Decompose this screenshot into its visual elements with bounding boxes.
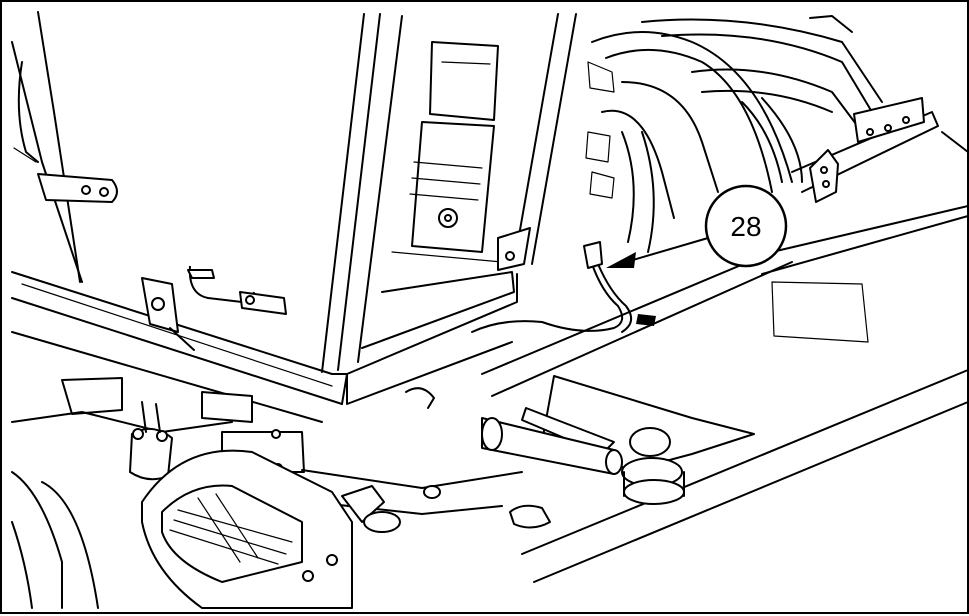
callout-28: 28 <box>606 184 788 268</box>
callout-number: 28 <box>730 211 761 242</box>
wire-harness <box>405 241 656 409</box>
lower-axle-area <box>11 377 523 609</box>
cab-door-left <box>11 11 118 283</box>
hose-bracket <box>791 97 939 203</box>
door-latch <box>141 265 287 351</box>
seat-frame <box>321 13 577 373</box>
steering-cylinder <box>481 375 755 529</box>
callout-leader-line <box>625 237 709 263</box>
callout-arrowhead <box>606 252 636 268</box>
hydraulic-hoses <box>585 15 883 253</box>
foot-pedal <box>141 449 353 609</box>
callout-circle <box>704 184 788 268</box>
